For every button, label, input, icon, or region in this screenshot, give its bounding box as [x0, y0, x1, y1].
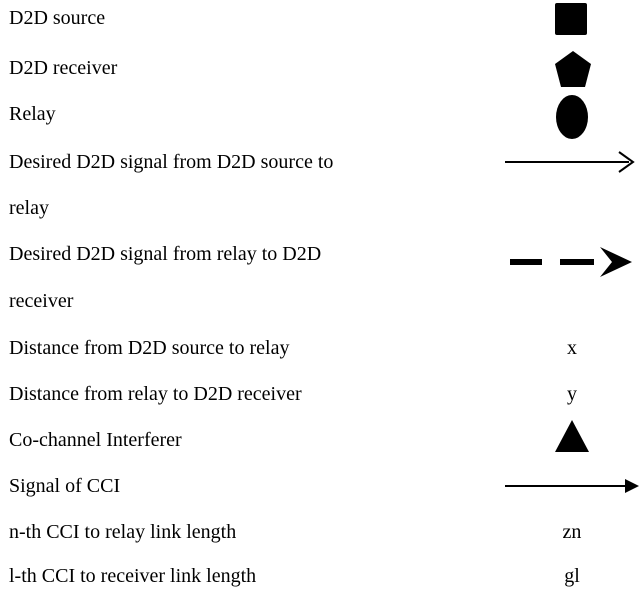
legend-label-co-channel-interferer: Co-channel Interferer [9, 429, 182, 451]
legend-label-nth-cci-relay-length: n-th CCI to relay link length [9, 521, 237, 543]
pentagon-icon [555, 51, 591, 87]
legend-label-d2d-source: D2D source [9, 7, 106, 29]
circle-icon [555, 93, 589, 139]
symbol-zn: zn [562, 521, 582, 543]
legend-label-lth-cci-receiver-length: l-th CCI to receiver link length [9, 565, 257, 587]
symbol-x: x [567, 337, 577, 359]
legend-label-signal-relay-to-receiver-cont: receiver [9, 290, 74, 312]
symbol-y: y [567, 383, 577, 405]
dashed-arrow-icon [510, 245, 636, 279]
legend-label-signal-source-to-relay-cont: relay [9, 197, 49, 219]
legend-label-distance-relay-receiver: Distance from relay to D2D receiver [9, 383, 302, 405]
legend-label-distance-source-relay: Distance from D2D source to relay [9, 337, 290, 359]
legend-label-signal-relay-to-receiver: Desired D2D signal from relay to D2D [9, 243, 322, 265]
legend-label-signal-of-cci: Signal of CCI [9, 475, 121, 497]
legend-label-relay: Relay [9, 103, 56, 125]
square-icon [555, 3, 587, 35]
arrow-icon [505, 478, 639, 494]
legend-label-signal-source-to-relay: Desired D2D signal from D2D source to [9, 151, 334, 173]
solid-arrow-icon [505, 150, 637, 174]
triangle-icon [555, 420, 589, 452]
symbol-gl: gl [564, 565, 580, 587]
legend-label-d2d-receiver: D2D receiver [9, 57, 118, 79]
